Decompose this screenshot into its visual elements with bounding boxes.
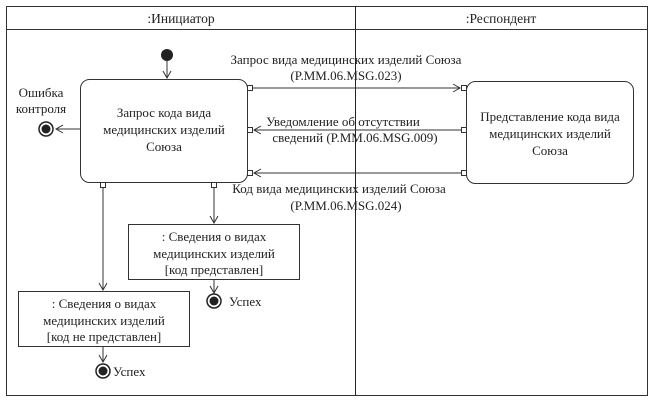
pin-out-msg024 <box>461 170 467 176</box>
action-request-line-1: Запрос кода вида <box>117 105 212 120</box>
action-provide-line-2: медицинских изделий <box>489 126 611 141</box>
action-provide-line-3: Союза <box>532 143 568 158</box>
swimlane-frame <box>6 6 648 396</box>
pin-in-msg009 <box>247 127 253 133</box>
message-label-msg024-line-1: Код вида медицинских изделий Союза <box>232 181 446 196</box>
final-node-error-label-line-1: Ошибка <box>19 85 64 100</box>
pin-in-msg023 <box>461 85 467 91</box>
object-not-presented-line-2: медицинских изделий <box>43 313 165 328</box>
final-node-error-label-line-2: контроля <box>16 101 66 116</box>
pin-out-msg009 <box>461 127 467 133</box>
message-label-msg009-line-2: сведений (P.MM.06.MSG.009) <box>272 130 437 145</box>
object-presented-line-3: [код представлен] <box>165 262 264 277</box>
message-label-msg024-line-2: (P.MM.06.MSG.024) <box>290 198 401 213</box>
object-presented-line-2: медицинских изделий <box>153 246 275 261</box>
final-node-success-presented-label: Успех <box>229 294 262 309</box>
message-label-msg023-line-1: Запрос вида медицинских изделий Союза <box>231 52 462 67</box>
final-node-success-presented <box>206 293 222 309</box>
pins-request <box>100 85 253 188</box>
action-request-line-3: Союза <box>146 139 182 154</box>
pin-out-presented <box>211 182 217 188</box>
message-label-msg023-line-2: (P.MM.06.MSG.023) <box>290 68 401 83</box>
final-node-error <box>38 121 54 137</box>
object-not-presented-line-1: : Сведения о видах <box>52 296 157 311</box>
object-node-code-not-presented[interactable] <box>18 291 190 347</box>
pin-out-msg023 <box>247 85 253 91</box>
pin-in-msg024 <box>247 170 253 176</box>
lane-header-initiator: :Инициатор <box>147 11 215 26</box>
initial-node <box>161 49 173 61</box>
action-request-line-2: медицинских изделий <box>103 122 225 137</box>
pin-out-not-presented <box>100 182 106 188</box>
pins-provide <box>461 85 467 176</box>
message-label-msg009-line-1: Уведомление об отсутствии <box>266 114 420 129</box>
final-node-success-not-presented <box>95 363 111 379</box>
action-provide-line-1: Представление кода вида <box>480 109 620 124</box>
object-node-code-presented[interactable] <box>128 224 300 280</box>
final-node-success-not-presented-label: Успех <box>113 364 146 379</box>
object-presented-line-1: : Сведения о видах <box>162 229 267 244</box>
lane-header-respondent: :Респондент <box>466 11 537 26</box>
object-not-presented-line-3: [код не представлен] <box>47 329 162 344</box>
